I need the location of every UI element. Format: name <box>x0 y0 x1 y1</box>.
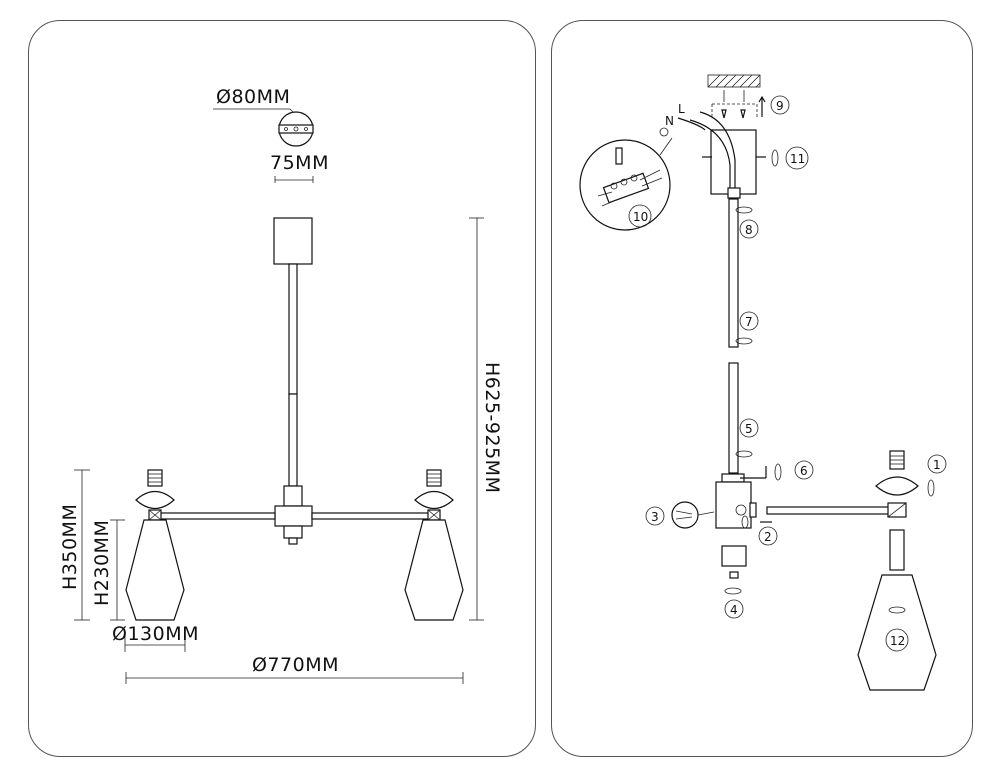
wire-neutral-label: N <box>665 114 674 128</box>
dimensions-panel <box>28 20 536 757</box>
step-8-marker <box>739 219 759 239</box>
step-4-label: 4 <box>730 603 738 617</box>
height-arm-label: H350MM <box>59 504 81 590</box>
step-9-marker <box>770 95 790 115</box>
step-10-marker <box>628 204 652 228</box>
step-3-label: 3 <box>651 510 659 524</box>
shade-diameter-label: Ø130MM <box>112 623 199 645</box>
step-10-label: 10 <box>633 210 648 224</box>
wiring-detail-inset <box>579 137 673 231</box>
ground-screw-icon <box>659 127 669 137</box>
step-4-marker <box>724 599 744 619</box>
connector-detail <box>671 501 715 529</box>
canopy <box>677 111 766 199</box>
height-shade-label: H230MM <box>91 520 113 606</box>
overall-diameter-label: Ø770MM <box>252 654 339 676</box>
step-9-label: 9 <box>776 99 784 113</box>
wire-live-label: L <box>678 102 685 116</box>
step-7-marker <box>739 311 759 331</box>
step-11-marker <box>785 146 809 170</box>
step-markers <box>628 95 947 652</box>
ceiling-hatch <box>707 74 761 88</box>
step-12-label: 12 <box>890 634 905 648</box>
step-11-label: 11 <box>790 152 805 166</box>
canopy-top-view <box>213 108 314 183</box>
step-12-marker <box>885 628 909 652</box>
rotation-arrows <box>724 149 935 614</box>
chandelier-front-view <box>125 217 464 621</box>
canopy-diameter-label: Ø80MM <box>216 86 290 108</box>
step-2-label: 2 <box>764 530 772 544</box>
step-3-marker <box>645 506 665 526</box>
mounting-bracket <box>711 90 766 119</box>
step-1-marker <box>927 454 947 474</box>
height-total-label: H625-925MM <box>481 362 503 493</box>
step-5-label: 5 <box>745 422 753 436</box>
left-lamp <box>125 469 185 621</box>
right-lamp <box>404 469 464 621</box>
step-6-marker <box>794 460 814 480</box>
arm-and-lamp <box>760 450 937 691</box>
mount-spacing-label: 75MM <box>270 152 329 174</box>
dimension-lines <box>74 217 484 684</box>
down-rods <box>721 198 745 483</box>
hub <box>715 466 767 579</box>
step-1-label: 1 <box>933 458 941 472</box>
step-2-marker <box>758 526 778 546</box>
step-8-label: 8 <box>745 223 753 237</box>
step-7-label: 7 <box>745 315 753 329</box>
step-5-marker <box>739 418 759 438</box>
step-6-label: 6 <box>800 464 808 478</box>
